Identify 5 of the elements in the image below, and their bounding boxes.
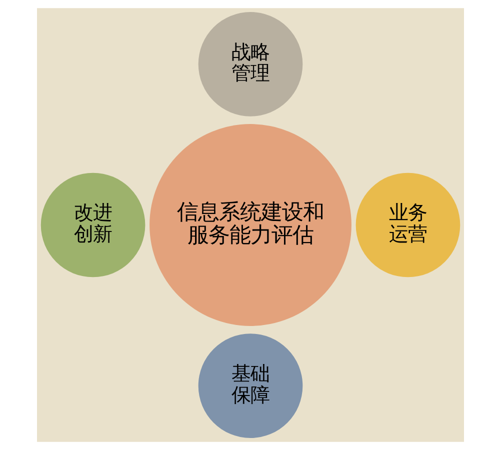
node-circle: 业务运营 [355,172,460,278]
node-circle: 改进创新 [40,172,145,278]
node-circle: 信息系统建设和服务能力评估 [149,124,351,326]
node-circle: 基础保障 [198,334,302,438]
node-circle: 战略管理 [198,12,302,116]
